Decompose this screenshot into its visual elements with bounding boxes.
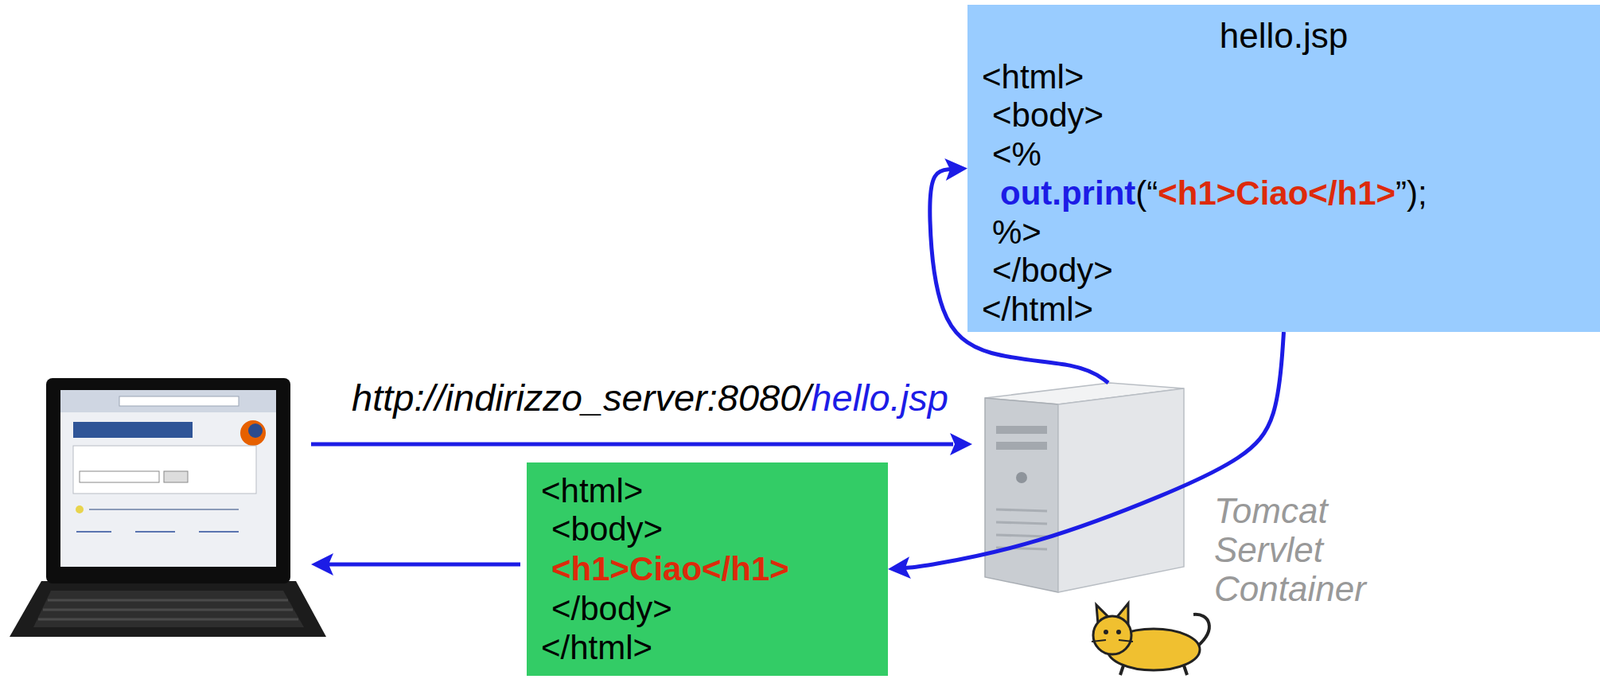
request-url: hello.jsp xyxy=(810,376,948,419)
server-drive-slot xyxy=(996,425,1048,434)
code-text: <html> xyxy=(981,58,1084,96)
server-side xyxy=(1058,388,1184,592)
server-illustration xyxy=(984,382,1184,592)
browser-search-panel xyxy=(73,445,257,494)
request-url: http://indirizzo_server:8080/ xyxy=(351,376,811,419)
server-front xyxy=(984,397,1059,592)
server-vent xyxy=(996,509,1048,511)
keyboard-row xyxy=(47,599,289,602)
browser-link-line xyxy=(135,530,176,533)
html-response-box: <html><body><h1>Ciao</h1></body></html> xyxy=(526,462,888,676)
text-line: </body> xyxy=(551,588,673,628)
code-text: </html> xyxy=(981,290,1094,328)
text-line: <% xyxy=(992,134,1042,174)
laptop-keyboard xyxy=(33,590,304,627)
tomcat-eye xyxy=(1103,629,1109,635)
server-caption: Tomcat Servlet Container xyxy=(1214,490,1367,608)
jsp-source-box: hello.jsp <html><body><%out.print(“<h1>Ci… xyxy=(967,4,1600,332)
code-text: <body> xyxy=(551,509,663,548)
browser-text-line xyxy=(89,508,239,510)
browser-toolbar xyxy=(60,389,277,413)
code-text: </body> xyxy=(992,251,1114,289)
text-line: hello.jsp xyxy=(967,15,1600,55)
tomcat-leg xyxy=(1183,665,1188,675)
tomcat-eye xyxy=(1116,629,1122,635)
tomcat-whisker xyxy=(1091,639,1106,642)
tomcat-whisker xyxy=(1118,639,1133,642)
text-line: </html> xyxy=(541,627,653,667)
browser-tip-icon xyxy=(75,505,84,514)
response-arrow-line xyxy=(328,562,521,567)
code-text: </html> xyxy=(541,628,653,666)
laptop-base xyxy=(9,580,327,637)
browser-logo-globe xyxy=(248,423,263,438)
browser-logo xyxy=(240,420,266,446)
text-line: <h1>Ciao</h1> xyxy=(551,548,790,588)
text-line: </body> xyxy=(992,250,1114,290)
tomcat-head xyxy=(1093,615,1132,655)
code-text: <% xyxy=(992,135,1042,173)
server-vent xyxy=(996,521,1048,524)
arrow-head xyxy=(887,556,911,579)
browser-header-bar xyxy=(73,421,193,438)
text-line: </html> xyxy=(981,289,1094,329)
response-arrow xyxy=(311,552,521,576)
request-arrow-head xyxy=(949,432,973,456)
code-text: ”); xyxy=(1395,174,1428,212)
file-title: hello.jsp xyxy=(1219,15,1348,55)
browser-link-line xyxy=(76,530,112,533)
browser-search-button xyxy=(163,471,188,483)
tomcat-leg xyxy=(1120,665,1124,675)
code-text: <html> xyxy=(541,471,643,510)
code-text: out.print xyxy=(1000,174,1136,212)
arrow-head xyxy=(944,158,968,181)
server-vent xyxy=(996,534,1048,537)
text-line: <body> xyxy=(992,95,1104,135)
browser-address-bar xyxy=(119,396,239,406)
text-line: <body> xyxy=(551,509,663,549)
server-node: Tomcat Servlet Container xyxy=(984,382,1184,592)
text-line: <html> xyxy=(981,57,1084,97)
code-text: </body> xyxy=(551,589,673,627)
text-line: Tomcat Servlet Container xyxy=(1214,490,1367,608)
request-arrow xyxy=(311,432,973,456)
text-line: <html> xyxy=(541,471,643,510)
code-text: <h1>Ciao</h1> xyxy=(551,549,790,588)
server-drive-slot xyxy=(996,441,1048,450)
keyboard-row xyxy=(42,608,293,612)
laptop-screen xyxy=(60,389,277,567)
code-text: <h1>Ciao</h1> xyxy=(1157,174,1396,212)
code-text: %> xyxy=(992,213,1042,251)
code-text: <body> xyxy=(992,96,1104,134)
keyboard-row xyxy=(38,618,299,621)
text-line: out.print(“<h1>Ciao</h1>”); xyxy=(1000,173,1428,213)
request-arrow-line xyxy=(311,442,954,447)
browser-link-line xyxy=(198,530,239,533)
text-line: %> xyxy=(992,212,1042,252)
code-text: (“ xyxy=(1135,174,1158,212)
url-label: http://indirizzo_server:8080/hello.jsp xyxy=(351,375,949,421)
tomcat-logo xyxy=(1091,603,1210,675)
response-arrow-head xyxy=(311,552,334,576)
server-power-button xyxy=(1016,471,1028,483)
laptop-bezel xyxy=(46,377,291,584)
laptop-illustration xyxy=(9,377,327,637)
browser-search-field xyxy=(79,471,160,483)
